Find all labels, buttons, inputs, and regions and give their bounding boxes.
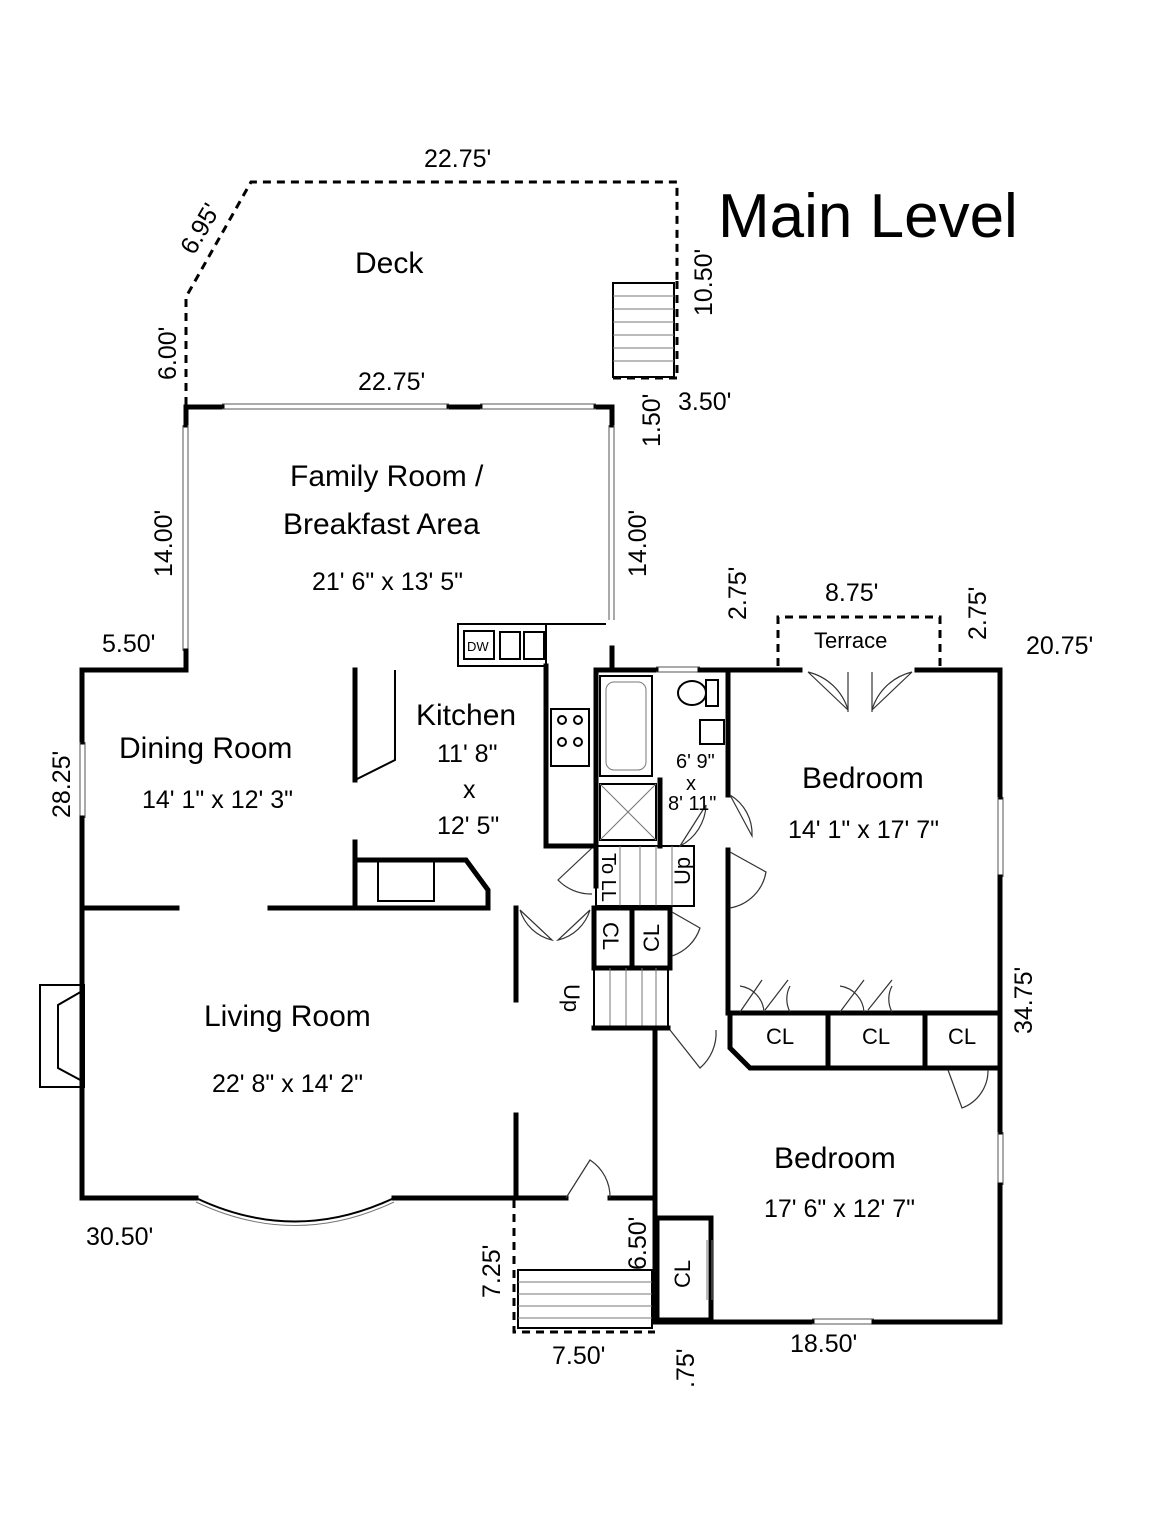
bedroom-1-label: Bedroom [802,762,924,795]
stairs-to-ll-label: To LL [597,853,619,902]
dishwasher-label: DW [467,639,489,654]
dim-porch-bottom: 7.50' [552,1342,605,1370]
dim-porch-right: 6.50' [624,1217,652,1270]
dim-deck-bottom: 22.75' [358,368,425,396]
living-room-label: Living Room [204,1000,371,1033]
dim-family-right: 14.00' [624,510,652,577]
dim-jog-left: 5.50' [102,630,155,658]
dim-deck-right: 10.50' [690,249,718,316]
dim-top-right: 20.75' [1026,632,1093,660]
dim-terrace-left: 2.75' [724,567,752,620]
family-room-label: Family Room / [290,460,484,493]
dining-room-size: 14' 1" x 12' 3" [142,786,293,814]
dim-family-left: 14.00' [150,510,178,577]
dim-terrace-top: 8.75' [825,579,878,607]
door-swings [519,671,989,1199]
front-porch [512,1200,655,1334]
dim-right-side: 34.75' [1010,967,1038,1034]
closet-label-hall-1: CL [598,922,623,950]
closet-label-3: CL [948,1024,976,1049]
bedroom-2-size: 17' 6" x 12' 7" [764,1195,915,1223]
dim-terrace-right: 2.75' [964,587,992,640]
closet-label-hall-2: CL [639,924,664,952]
dim-deck-diag: 6.95' [175,199,226,259]
dim-dining-left: 28.25' [48,751,76,818]
stairs-up-label-2: Up [559,984,584,1012]
dim-porch-left: 7.25' [478,1245,506,1298]
terrace-label: Terrace [814,628,887,653]
dining-room-label: Dining Room [119,732,292,765]
living-room-size: 22' 8" x 14' 2" [212,1070,363,1098]
dim-deck-top: 22.75' [424,145,491,173]
fireplace [39,984,85,1088]
dim-stair-a: 1.50' [638,394,666,447]
bath-size-h: 8' 11" [668,793,716,815]
terrace-outline [776,615,942,666]
deck-stairs [612,282,675,378]
family-room-size: 21' 6" x 13' 5" [312,568,463,596]
plan-title: Main Level [718,182,1018,251]
bath-size-w: 6' 9" [676,751,715,773]
interior-walls [79,623,1003,1323]
closet-label-2: CL [862,1024,890,1049]
kitchen-label: Kitchen [416,699,516,732]
dim-bedroom-bottom: 18.50' [790,1330,857,1358]
bedroom-1-size: 14' 1" x 17' 7" [788,816,939,844]
kitchen-size-x: x [463,776,476,804]
dim-stair-b: 3.50' [678,388,731,416]
deck-label: Deck [355,247,424,280]
dim-jog-small: .75' [672,1348,700,1388]
closet-label-porch: CL [670,1260,695,1288]
family-room-walls [182,403,615,673]
closet-label-1: CL [766,1024,794,1049]
kitchen-size-h: 12' 5" [437,812,499,840]
kitchen-size-w: 11' 8" [437,740,497,768]
family-room-label-2: Breakfast Area [283,508,480,541]
bedroom-2-label: Bedroom [774,1142,896,1175]
dim-deck-left: 6.00' [154,327,182,380]
stairs-up-label-1: Up [670,857,695,885]
deck-outline [184,180,679,405]
dim-living-bottom: 30.50' [86,1223,153,1251]
exterior-walls [79,666,1004,1325]
bath-size-x: x [686,773,696,795]
